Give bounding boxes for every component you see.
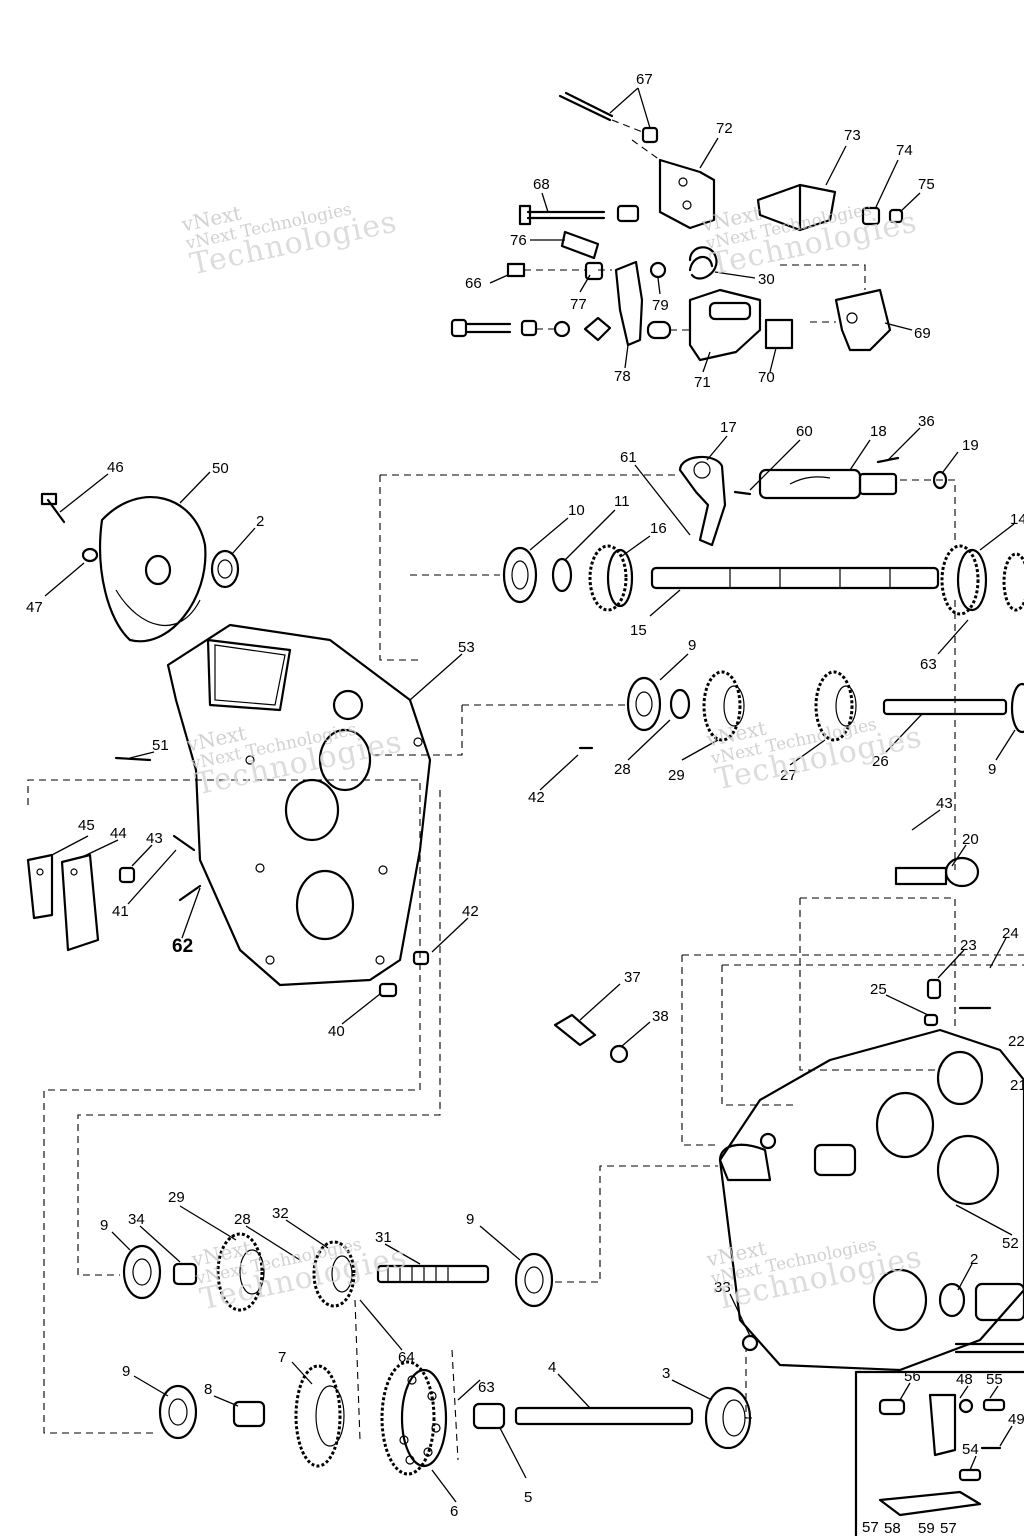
callout-42-lower: 42	[462, 903, 479, 920]
callout-67: 67	[636, 71, 653, 88]
callout-31: 31	[375, 1229, 392, 1246]
callout-43-right: 43	[936, 795, 953, 812]
callout-48: 48	[956, 1371, 973, 1388]
callout-9: 9	[688, 637, 696, 654]
callout-30: 30	[758, 271, 775, 288]
callout-41: 41	[112, 903, 129, 920]
callout-52: 52	[1002, 1235, 1019, 1252]
callout-71: 71	[694, 374, 711, 391]
callout-9-bottom: 9	[122, 1363, 130, 1380]
callout-29: 29	[668, 767, 685, 784]
callout-16: 16	[650, 520, 667, 537]
callout-63: 63	[920, 656, 937, 673]
callout-72: 72	[716, 120, 733, 137]
callout-37: 37	[624, 969, 641, 986]
callout-38: 38	[652, 1008, 669, 1025]
callout-2: 2	[256, 513, 264, 530]
callout-69: 69	[914, 325, 931, 342]
callout-77: 77	[570, 296, 587, 313]
detail-inset	[854, 1370, 1024, 1536]
part-callouts: 67 72 73 74 75 68 76 66 77 79 30 69 78 7…	[26, 71, 1024, 1536]
callout-9-lower-left: 9	[100, 1217, 108, 1234]
callout-23: 23	[960, 937, 977, 954]
callout-50: 50	[212, 460, 229, 477]
callout-70: 70	[758, 369, 775, 386]
callout-68: 68	[533, 176, 550, 193]
callout-60: 60	[796, 423, 813, 440]
callout-55: 55	[986, 1371, 1003, 1388]
callout-28-lower: 28	[234, 1211, 251, 1228]
callout-76: 76	[510, 232, 527, 249]
callout-32: 32	[272, 1205, 289, 1222]
callout-2-right: 2	[970, 1251, 978, 1268]
callout-33: 33	[714, 1279, 731, 1296]
callout-43: 43	[146, 830, 163, 847]
left-gear-housing	[26, 492, 432, 998]
callout-79: 79	[652, 297, 669, 314]
callout-15: 15	[630, 622, 647, 639]
callout-25: 25	[870, 981, 887, 998]
assembly-guide-lines	[27, 139, 1024, 1434]
lower-shaft-assembly	[122, 1232, 752, 1476]
callout-5: 5	[524, 1489, 532, 1506]
callout-54: 54	[962, 1441, 979, 1458]
callout-61: 61	[620, 449, 637, 466]
upper-shaft-assembly	[502, 455, 1024, 616]
callout-56: 56	[904, 1368, 921, 1385]
callout-9-mid: 9	[988, 761, 996, 778]
leader-lines	[44, 87, 1016, 1503]
callout-28: 28	[614, 761, 631, 778]
callout-75: 75	[918, 176, 935, 193]
callout-9-lower-right: 9	[466, 1211, 474, 1228]
callout-49: 49	[1008, 1411, 1024, 1428]
callout-22: 22	[1008, 1033, 1024, 1050]
shift-linkage-assembly	[450, 91, 904, 362]
callout-26: 26	[872, 753, 889, 770]
callout-14: 14	[1010, 511, 1024, 528]
callout-53: 53	[458, 639, 475, 656]
callout-57: 57	[862, 1519, 879, 1536]
callout-3: 3	[662, 1365, 670, 1382]
callout-59: 59	[918, 1520, 935, 1536]
callout-63-lower: 63	[478, 1379, 495, 1396]
callout-78: 78	[614, 368, 631, 385]
callout-4: 4	[548, 1359, 556, 1376]
callout-7: 7	[278, 1349, 286, 1366]
callout-27: 27	[780, 767, 797, 784]
callout-11: 11	[614, 493, 630, 510]
callout-6: 6	[450, 1503, 458, 1520]
callout-73: 73	[844, 127, 861, 144]
right-gear-housing	[553, 856, 1024, 1372]
callout-19: 19	[962, 437, 979, 454]
callout-18: 18	[870, 423, 887, 440]
callout-62: 62	[172, 936, 193, 957]
callout-20: 20	[962, 831, 979, 848]
callout-40: 40	[328, 1023, 345, 1040]
callout-57-right: 57	[940, 1520, 957, 1536]
callout-10: 10	[568, 502, 585, 519]
callout-58: 58	[884, 1520, 901, 1536]
callout-21: 21	[1010, 1077, 1024, 1094]
callout-42: 42	[528, 789, 545, 806]
callout-51: 51	[152, 737, 169, 754]
callout-66: 66	[465, 275, 482, 292]
callout-34: 34	[128, 1211, 145, 1228]
callout-74: 74	[896, 142, 913, 159]
callout-64: 64	[398, 1349, 415, 1366]
callout-47: 47	[26, 599, 43, 616]
callout-46: 46	[107, 459, 124, 476]
callout-45: 45	[78, 817, 95, 834]
callout-8: 8	[204, 1381, 212, 1398]
countershaft-assembly	[578, 670, 1024, 750]
callout-24: 24	[1002, 925, 1019, 942]
callout-29-lower: 29	[168, 1189, 185, 1206]
callout-17: 17	[720, 419, 737, 436]
callout-44: 44	[110, 825, 127, 842]
callout-36: 36	[918, 413, 935, 430]
